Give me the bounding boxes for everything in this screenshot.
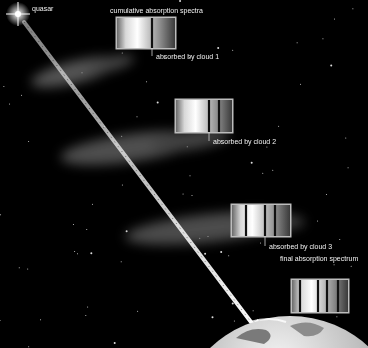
star bbox=[77, 253, 78, 254]
stars bbox=[0, 0, 353, 347]
absorption-line bbox=[337, 280, 339, 312]
star bbox=[28, 346, 29, 347]
star bbox=[251, 162, 253, 164]
star bbox=[9, 103, 10, 104]
star bbox=[326, 194, 327, 195]
star bbox=[322, 38, 323, 39]
star bbox=[278, 126, 279, 127]
star bbox=[73, 224, 74, 225]
star bbox=[183, 193, 184, 194]
star bbox=[330, 64, 332, 66]
star bbox=[352, 8, 353, 9]
star bbox=[317, 221, 318, 222]
star bbox=[300, 84, 301, 85]
star bbox=[86, 229, 87, 230]
star bbox=[220, 251, 222, 253]
star bbox=[217, 47, 219, 49]
spectrum-box bbox=[231, 204, 292, 238]
star bbox=[121, 261, 122, 262]
star bbox=[179, 0, 181, 2]
star bbox=[0, 214, 1, 215]
absorption-line bbox=[326, 280, 328, 312]
star bbox=[92, 204, 93, 205]
star bbox=[266, 147, 267, 148]
spectrum-box bbox=[291, 279, 350, 314]
star bbox=[3, 86, 4, 87]
star bbox=[334, 19, 335, 20]
star bbox=[126, 230, 128, 232]
star bbox=[90, 252, 92, 254]
spectra bbox=[116, 17, 350, 314]
star bbox=[157, 102, 159, 104]
spectrum-box bbox=[175, 99, 234, 134]
heading-label: cumulative absorption spectra bbox=[110, 7, 203, 15]
callout-label: absorbed by cloud 3 bbox=[269, 243, 332, 251]
star bbox=[272, 170, 273, 171]
absorption-line bbox=[299, 280, 301, 312]
star bbox=[336, 316, 337, 317]
star bbox=[345, 138, 346, 139]
star bbox=[114, 342, 116, 344]
object-label: quasar bbox=[32, 5, 53, 13]
star bbox=[122, 185, 123, 186]
star bbox=[74, 251, 75, 252]
spectrum-box bbox=[116, 17, 177, 50]
earth bbox=[174, 316, 368, 348]
absorption-line bbox=[218, 100, 220, 132]
star bbox=[253, 310, 254, 311]
star bbox=[232, 303, 234, 305]
star bbox=[19, 267, 20, 268]
star bbox=[40, 319, 41, 320]
star bbox=[339, 239, 340, 240]
star bbox=[234, 320, 235, 321]
absorption-line bbox=[208, 100, 210, 132]
star bbox=[28, 141, 29, 142]
leader-lines bbox=[152, 48, 265, 246]
spectrum-label: final absorption spectrum bbox=[280, 255, 358, 263]
star bbox=[137, 311, 138, 312]
star bbox=[85, 315, 86, 316]
callout-label: absorbed by cloud 2 bbox=[213, 138, 276, 146]
star bbox=[334, 264, 335, 265]
star bbox=[351, 266, 352, 267]
star bbox=[189, 175, 190, 176]
absorption-line bbox=[245, 205, 247, 236]
star bbox=[260, 242, 261, 243]
star bbox=[297, 42, 298, 43]
absorption-line bbox=[317, 280, 319, 312]
star bbox=[211, 316, 213, 318]
star bbox=[146, 81, 147, 82]
absorption-line bbox=[274, 205, 276, 236]
star bbox=[0, 320, 1, 321]
star bbox=[228, 255, 229, 256]
absorption-line bbox=[151, 18, 153, 48]
light-beam-arrow bbox=[24, 22, 264, 340]
star bbox=[87, 306, 88, 307]
star bbox=[232, 50, 233, 51]
star bbox=[204, 253, 206, 255]
star bbox=[122, 53, 123, 54]
star bbox=[136, 116, 137, 117]
star bbox=[21, 95, 22, 96]
callout-label: absorbed by cloud 1 bbox=[156, 53, 219, 61]
star bbox=[27, 268, 28, 269]
star bbox=[262, 173, 263, 174]
absorption-line bbox=[264, 205, 266, 236]
star bbox=[348, 167, 349, 168]
star bbox=[191, 195, 192, 196]
